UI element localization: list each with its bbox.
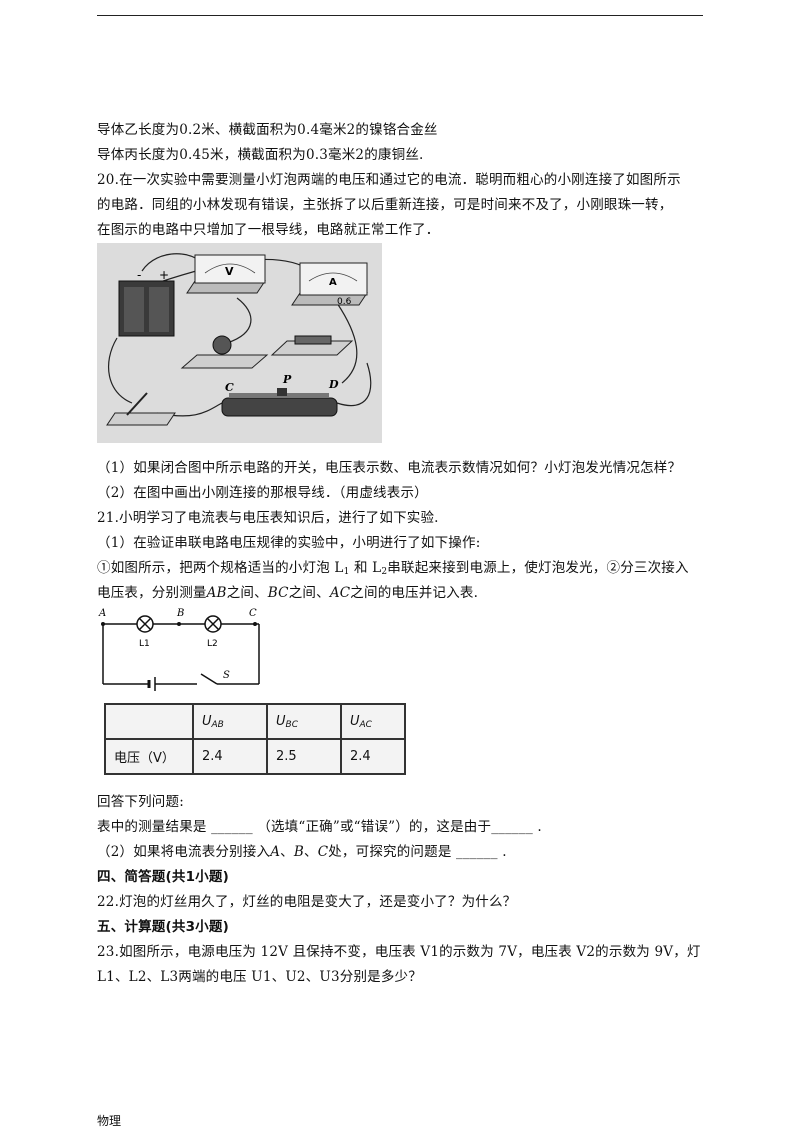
- q20-line3: 在图示的电路中只增加了一根导线，电路就正常工作了．: [97, 222, 440, 238]
- q20-sub2: （2）在图中画出小刚连接的那根导线．（用虚线表示）: [97, 485, 428, 501]
- table-header-cell: UAC: [340, 703, 406, 740]
- rheostat-label-c: C: [225, 381, 234, 394]
- q20-line2: 的电路．同组的小林发现有错误，主张拆了以后重新连接，可是时间来不及了，小刚眼珠一…: [97, 197, 673, 213]
- q19-line-bing: 导体丙长度为0.45米，横截面积为0.3毫米2的康铜丝.: [97, 147, 424, 163]
- q20-circuit-photo: - + V A 0.6: [97, 243, 382, 443]
- table-cell: 2.4: [340, 738, 406, 775]
- battery-plus: +: [159, 268, 169, 282]
- q21-answer2: （2）如果将电流表分别接入A、B、C处，可探究的问题是 ______ .: [97, 844, 507, 860]
- q21-answer1: 表中的测量结果是 ______ （选填“正确”或“错误”）的，这是由于_____…: [97, 819, 542, 835]
- circuit-label-s: S: [223, 670, 230, 681]
- table-cell: 2.4: [192, 738, 268, 775]
- rheostat-label-p: P: [282, 373, 292, 386]
- component-board: [270, 335, 354, 356]
- battery-pack: - +: [118, 268, 175, 337]
- q23-line2: L1、L2、L3两端的电压 U1、U2、U3分别是多少？: [97, 969, 422, 985]
- lamp1-label: L1: [139, 639, 150, 649]
- q22: 22.灯泡的灯丝用久了，灯丝的电阻是变大了，还是变小了？为什么？: [97, 894, 517, 910]
- q21-line3: ①如图所示，把两个规格适当的小灯泡 L1 和 L2串联起来接到电源上，使灯泡发光…: [97, 560, 689, 577]
- ammeter-label: A: [329, 277, 337, 288]
- table-header-cell: UAB: [192, 703, 268, 740]
- ammeter-terminal: 0.6: [337, 297, 352, 307]
- circuit-label-c: C: [249, 608, 257, 619]
- voltmeter-label: V: [225, 265, 234, 278]
- lamp2-label: L2: [207, 639, 218, 649]
- circuit-label-a: A: [98, 608, 106, 619]
- q23-line1: 23.如图所示，电源电压为 12V 且保持不变，电压表 V1的示数为 7V，电压…: [97, 944, 701, 960]
- voltmeter: V: [186, 254, 266, 294]
- q20-line1: 20.在一次实验中需要测量小灯泡两端的电压和通过它的电流．聪明而粗心的小刚连接了…: [97, 172, 681, 188]
- rheostat: C P D: [221, 373, 339, 417]
- battery-minus: -: [137, 268, 141, 282]
- lamp-holder: [180, 335, 269, 369]
- voltage-table: UAB UBC UAC 电压（V） 2.4 2.5 2.4: [104, 703, 406, 775]
- header-rule: [97, 15, 703, 16]
- q21-line2: （1）在验证串联电路电压规律的实验中，小明进行了如下操作:: [97, 535, 481, 551]
- q21-series-circuit: A B C S L1 L2: [98, 608, 260, 691]
- q21-line4: 电压表，分别测量AB之间、BC之间、AC之间的电压并记入表.: [97, 585, 479, 601]
- switch: [106, 392, 176, 426]
- table-row: 电压（V） 2.4 2.5 2.4: [104, 738, 406, 775]
- q21-answer-intro: 回答下列问题:: [97, 794, 184, 810]
- table-row-label: 电压（V）: [104, 738, 194, 775]
- section5-title: 五、计算题(共3小题): [97, 919, 229, 935]
- section4-title: 四、简答题(共1小题): [97, 869, 229, 885]
- table-header-cell: UBC: [266, 703, 342, 740]
- table-header-cell: [104, 703, 194, 740]
- rheostat-label-d: D: [328, 378, 339, 391]
- ammeter: A 0.6: [291, 262, 368, 307]
- table-header-row: UAB UBC UAC: [104, 703, 406, 740]
- q20-sub1: （1）如果闭合图中所示电路的开关，电压表示数、电流表示数情况如何？小灯泡发光情况…: [97, 460, 682, 476]
- footer-subject: 物理: [97, 1114, 122, 1128]
- q19-line-yi: 导体乙长度为0.2米、横截面积为0.4毫米2的镍铬合金丝: [97, 122, 438, 138]
- circuit-label-b: B: [176, 608, 184, 619]
- table-cell: 2.5: [266, 738, 342, 775]
- q21-line1: 21.小明学习了电流表与电压表知识后，进行了如下实验.: [97, 510, 439, 526]
